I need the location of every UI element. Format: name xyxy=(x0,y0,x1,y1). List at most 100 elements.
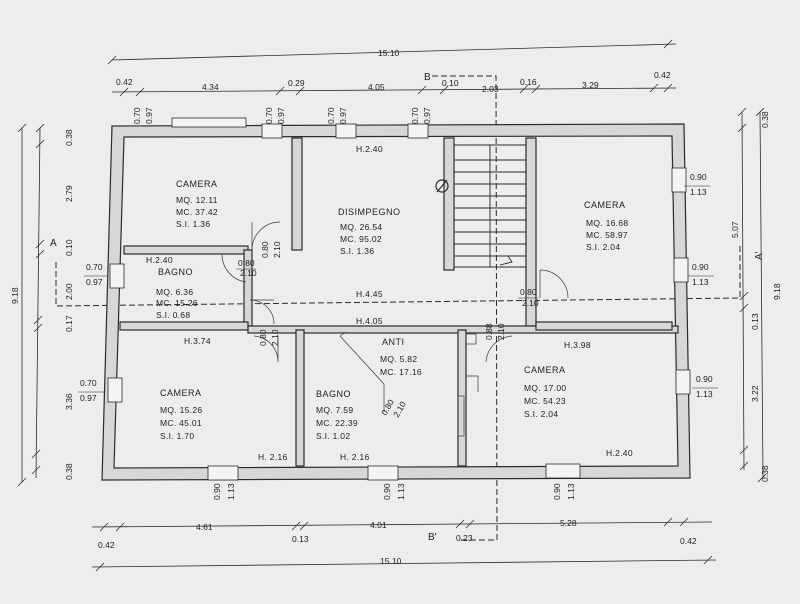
height-bottom1: H. 2.16 xyxy=(258,452,288,462)
dim-top-5: 2.03 xyxy=(482,84,499,94)
dim-top-8: 0.42 xyxy=(654,70,671,80)
overall-width-top: 15.10 xyxy=(378,48,400,58)
height-corridor1: H.4.45 xyxy=(356,289,383,299)
room-window-surface: S.I. 1.02 xyxy=(316,431,350,441)
room-name: BAGNO xyxy=(158,267,193,277)
room-name: CAMERA xyxy=(524,365,566,375)
room-volume: MC. 15.26 xyxy=(156,298,198,308)
dim-bottom-corner-left: 0.42 xyxy=(98,540,115,550)
room-volume: MC. 17.16 xyxy=(380,367,422,377)
room-area: MQ. 5.82 xyxy=(380,354,417,364)
door-d4-h: 2.10 xyxy=(522,298,539,308)
door-d3-w: 0.80 xyxy=(258,329,268,346)
win-bottom2-w: 0.90 xyxy=(382,483,392,500)
room-area: MQ. 17.00 xyxy=(524,383,566,393)
room-name: DISIMPEGNO xyxy=(338,207,401,217)
dim-bottom-corner-right: 0.42 xyxy=(680,536,697,546)
section-a-left: A xyxy=(50,238,57,249)
room-name: CAMERA xyxy=(160,388,202,398)
height-camera-bl: H.3.74 xyxy=(184,336,211,346)
win-top1-h: 0.97 xyxy=(144,107,154,124)
dim-left-4: 0.17 xyxy=(64,315,74,332)
win-left2-h: 0.97 xyxy=(80,393,97,403)
window-labels: 0.70 0.97 0.70 0.97 0.70 0.97 0.70 0.97 … xyxy=(78,107,718,500)
room-area: MQ. 26.54 xyxy=(340,222,382,232)
dim-top-1: 4.34 xyxy=(202,82,219,92)
window-openings xyxy=(107,117,691,481)
dim-left-6: 0.38 xyxy=(64,463,74,480)
door-swings xyxy=(221,221,569,437)
door-d4-w: 0.80 xyxy=(520,287,537,297)
room-area: MQ. 12.11 xyxy=(176,195,218,205)
room-window-surface: S.I. 2.04 xyxy=(586,242,620,252)
room-volume: MC. 54.23 xyxy=(524,396,566,406)
room-camera-top-right: CAMERA MQ. 16.68 MC. 58.97 S.I. 2.04 xyxy=(584,200,628,252)
win-left1-w: 0.70 xyxy=(86,262,103,272)
section-b-bottom: B' xyxy=(428,532,437,543)
win-bottom1-h: 1.13 xyxy=(226,483,236,500)
room-name: ANTI xyxy=(382,337,405,347)
room-disimpegno: DISIMPEGNO MQ. 26.54 MC. 95.02 S.I. 1.36 xyxy=(338,207,401,256)
dim-top-6: 0.16 xyxy=(520,77,537,87)
room-bagno-left: BAGNO MQ. 6.36 MC. 15.26 S.I. 0.68 xyxy=(156,267,198,320)
win-bottom1-w: 0.90 xyxy=(212,483,222,500)
section-lines xyxy=(55,75,741,541)
room-area: MQ. 6.36 xyxy=(156,287,193,297)
win-right1-w: 0.90 xyxy=(690,172,707,182)
win-bottom2-h: 1.13 xyxy=(396,483,406,500)
win-top3-w: 0.70 xyxy=(326,107,336,124)
win-top4-h: 0.97 xyxy=(422,107,432,124)
win-right1-h: 1.13 xyxy=(690,187,707,197)
dim-left-1: 2.79 xyxy=(64,185,74,202)
dim-bottom-2: 4.01 xyxy=(370,520,387,530)
door-d2-w: 0.80 xyxy=(238,258,255,268)
dim-top-3: 4.05 xyxy=(368,82,385,92)
dim-right-1: 5.07 xyxy=(730,221,740,238)
room-camera-bottom-right: CAMERA MQ. 17.00 MC. 54.23 S.I. 2.04 xyxy=(524,365,566,419)
section-a-right: A' xyxy=(754,251,765,260)
overall-height-right: 9.18 xyxy=(772,283,782,300)
room-volume: MC. 95.02 xyxy=(340,234,382,244)
room-volume: MC. 22.39 xyxy=(316,418,358,428)
dim-right-2: 0.13 xyxy=(750,313,760,330)
flue-icon xyxy=(435,179,449,193)
height-bottom2: H. 2.16 xyxy=(340,452,370,462)
staircase xyxy=(454,145,526,267)
win-bottom3-w: 0.90 xyxy=(552,483,562,500)
room-volume: MC. 58.97 xyxy=(586,230,628,240)
dim-left-3: 2.00 xyxy=(64,283,74,300)
win-right3-h: 1.13 xyxy=(696,389,713,399)
dim-right-4: 0.38 xyxy=(760,465,770,482)
win-top3-h: 0.97 xyxy=(338,107,348,124)
room-name: CAMERA xyxy=(176,179,218,189)
win-right3-w: 0.90 xyxy=(696,374,713,384)
dim-left-5: 3.36 xyxy=(64,393,74,410)
dim-bottom-3: 0.23 xyxy=(456,533,473,543)
dim-right-3: 3.22 xyxy=(750,385,760,402)
dim-bottom-4: 5.28 xyxy=(560,518,577,528)
ceiling-heights: H.2.40 H.2.40 H.4.45 H.4.05 H.3.74 H.3.9… xyxy=(146,144,633,462)
height-camera-br: H.3.98 xyxy=(564,340,591,350)
room-window-surface: S.I. 1.36 xyxy=(340,246,374,256)
door-d5-w: 0.88 xyxy=(484,323,494,340)
room-area: MQ. 16.68 xyxy=(586,218,628,228)
bottom-dimension-text: 4.61 0.13 4.01 0.23 5.28 0.42 0.42 15.10 xyxy=(98,518,697,566)
walls xyxy=(101,123,691,481)
win-left2-w: 0.70 xyxy=(80,378,97,388)
win-top4-w: 0.70 xyxy=(410,107,420,124)
dim-left-2: 0.10 xyxy=(64,239,74,256)
room-area: MQ. 7.59 xyxy=(316,405,353,415)
dim-bottom-1: 0.13 xyxy=(292,534,309,544)
room-name: CAMERA xyxy=(584,200,626,210)
win-top2-w: 0.70 xyxy=(264,107,274,124)
room-area: MQ. 15.26 xyxy=(160,405,202,415)
win-top2-h: 0.97 xyxy=(276,107,286,124)
room-window-surface: S.I. 2.04 xyxy=(524,409,558,419)
left-dimension-text: 9.18 0.38 2.79 0.10 2.00 0.17 3.36 0.38 xyxy=(10,129,74,480)
win-left1-h: 0.97 xyxy=(86,277,103,287)
door-d2-h: 2.10 xyxy=(240,268,257,278)
dim-bottom-0: 4.61 xyxy=(196,522,213,532)
room-window-surface: S.I. 1.70 xyxy=(160,431,194,441)
room-anti: ANTI MQ. 5.82 MC. 17.16 xyxy=(380,337,422,377)
